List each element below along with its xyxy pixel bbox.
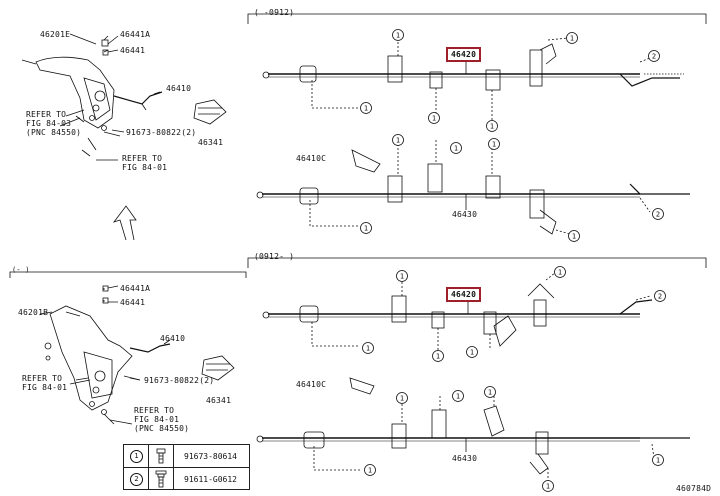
callout-1-row3-d: 1 [432,350,444,362]
label-46410c-bottom: 46410C [296,380,327,389]
svg-text:1: 1 [396,137,400,145]
svg-text:1: 1 [400,273,404,281]
label-46441a-bottom: 46441A [120,284,151,293]
callout-1-row1-e: 1 [486,120,498,132]
bolt-icon [149,445,174,467]
svg-text:1: 1 [396,32,400,40]
label-46441-top: 46441 [120,46,146,55]
callout-2-row1: 2 [648,50,660,62]
callout-1-row3-e: 1 [466,346,478,358]
label-46201b: 46201B [18,308,49,317]
legend-number: 2 [130,473,143,486]
svg-text:1: 1 [364,105,368,113]
callout-1-row1-b: 1 [566,32,578,44]
label-46201e: 46201E [40,30,71,39]
svg-text:2: 2 [656,211,660,219]
lever-assembly-top [21,35,227,161]
label-46441a-top: 46441A [120,30,151,39]
label-46410-bottom: 46410 [160,334,186,343]
callout-1-row2-e: 1 [568,230,580,242]
label-bolt-bottom: 91673-80822(2) [144,376,215,385]
svg-text:1: 1 [436,353,440,361]
svg-text:1: 1 [570,35,574,43]
callout-1-row2-d: 1 [360,222,372,234]
label-bolt-top: 91673-80822(2) [126,128,197,137]
callout-1-row2-a: 1 [392,134,404,146]
svg-text:1: 1 [364,225,368,233]
callout-1-row3-b: 1 [554,266,566,278]
range-label-right-bottom: (0912- ) [254,252,295,261]
callout-1-row3-a: 1 [396,270,408,282]
callout-1-row1-c: 1 [360,102,372,114]
callout-1-row4-e: 1 [542,480,554,492]
callout-1-row4-d: 1 [364,464,376,476]
svg-text:1: 1 [492,141,496,149]
legend-part-number: 91673-80614 [184,452,237,461]
label-46410c-top: 46410C [296,154,327,163]
legend-table: 1 91673-80614 2 91611-G0612 [123,444,250,490]
label-46430-bottom: 46430 [452,454,478,463]
svg-text:1: 1 [656,457,660,465]
label-46341-top: 46341 [198,138,224,147]
callout-1-row2-c: 1 [488,138,500,150]
bottom-left-frame [9,271,247,278]
svg-text:1: 1 [366,345,370,353]
svg-text:1: 1 [432,115,436,123]
callout-2-row2: 2 [652,208,664,220]
svg-text:1: 1 [558,269,562,277]
lever-assembly-bottom [39,285,235,425]
cable-row-4 [256,377,690,482]
svg-text:1: 1 [572,233,576,241]
legend-row: 1 91673-80614 [124,445,249,467]
legend-part-number: 91611-G0612 [184,475,237,484]
legend-number: 1 [130,450,143,463]
svg-text:1: 1 [400,395,404,403]
top-right-frame [247,13,707,24]
range-label-right-top: ( -0912) [254,8,295,17]
callout-1-row4-a: 1 [396,392,408,404]
svg-text:1: 1 [454,145,458,153]
bottom-right-frame [247,257,707,268]
callout-2-row3: 2 [654,290,666,302]
svg-text:1: 1 [456,393,460,401]
callout-1-row4-b: 1 [452,390,464,402]
label-46341-bottom: 46341 [206,396,232,405]
cable-row-2 [256,140,690,235]
diagram-id: 460784D [676,484,712,493]
callout-1-row4-c: 1 [484,386,496,398]
cable-row-3 [262,271,653,350]
svg-text:2: 2 [658,293,662,301]
transition-arrow [112,205,137,241]
label-46441-bottom: 46441 [120,298,146,307]
cable-row-1 [262,37,684,122]
label-46410-top: 46410 [166,84,192,93]
callout-1-row4-f: 1 [652,454,664,466]
label-46420-bottom-highlight[interactable]: 46420 [446,287,482,302]
callout-1-row2-b: 1 [450,142,462,154]
label-46420-top-highlight[interactable]: 46420 [446,47,482,62]
svg-text:1: 1 [470,349,474,357]
svg-text:1: 1 [546,483,550,491]
callout-1-row3-c: 1 [362,342,374,354]
label-46430-top: 46430 [452,210,478,219]
range-label-left-bottom: (- ) [12,266,30,274]
callout-1-row1-a: 1 [392,29,404,41]
legend-row: 2 91611-G0612 [124,467,249,490]
callout-1-row1-d: 1 [428,112,440,124]
svg-text:1: 1 [488,389,492,397]
flange-bolt-icon [149,468,174,490]
svg-text:1: 1 [368,467,372,475]
svg-text:2: 2 [652,53,656,61]
svg-text:1: 1 [490,123,494,131]
